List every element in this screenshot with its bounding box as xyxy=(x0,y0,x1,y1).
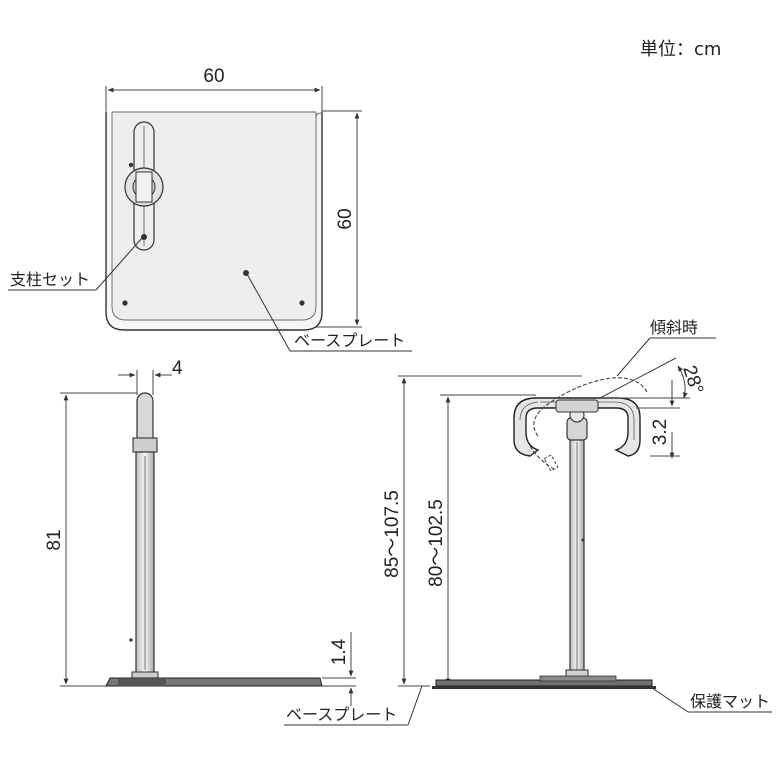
pillar-leader xyxy=(95,237,143,291)
side-view: 4 81 1.4 ベースプレート xyxy=(44,358,423,726)
arm-rest-tilted xyxy=(533,377,649,437)
screw-hole xyxy=(122,300,128,306)
unit-label: 単位：cm xyxy=(640,39,721,60)
offset-dim: 3.2 xyxy=(650,419,671,445)
arm-rest xyxy=(513,397,641,457)
label-protective-mat: 保護マット xyxy=(690,692,770,711)
rest-height-dim: 80～102.5 xyxy=(426,499,447,587)
side-base-leader xyxy=(407,685,423,726)
protective-mat xyxy=(432,686,656,689)
side-thickness-dim: 4 xyxy=(172,358,183,379)
pillar-foot xyxy=(131,671,159,679)
label-tilt: 傾斜時 xyxy=(650,318,698,337)
base-leader xyxy=(246,273,291,352)
pillar-set-top xyxy=(124,121,164,251)
label-pillar-set: 支柱セット xyxy=(10,270,90,289)
total-height-dim: 85～107.5 xyxy=(382,490,403,578)
top-width-dim: 60 xyxy=(203,66,224,87)
top-view: 60 60 支柱セット ベースプレート xyxy=(8,66,412,352)
front-view: 85～107.5 80～102.5 傾斜時 28° xyxy=(382,318,772,713)
angle-arc xyxy=(677,365,688,399)
label-base-plate-top: ベースプレート xyxy=(294,331,405,350)
panel-surface xyxy=(111,111,317,321)
label-base-plate-side: ベースプレート xyxy=(286,705,397,724)
screw-hole xyxy=(299,300,305,306)
top-height-dim: 60 xyxy=(335,208,356,229)
mat-leader xyxy=(651,687,689,713)
pillar-clamp xyxy=(132,437,158,453)
angle-dim: 28° xyxy=(678,363,707,397)
tilt-leader xyxy=(616,337,651,377)
side-base-dim: 1.4 xyxy=(329,638,350,665)
side-height-dim: 81 xyxy=(44,529,65,550)
